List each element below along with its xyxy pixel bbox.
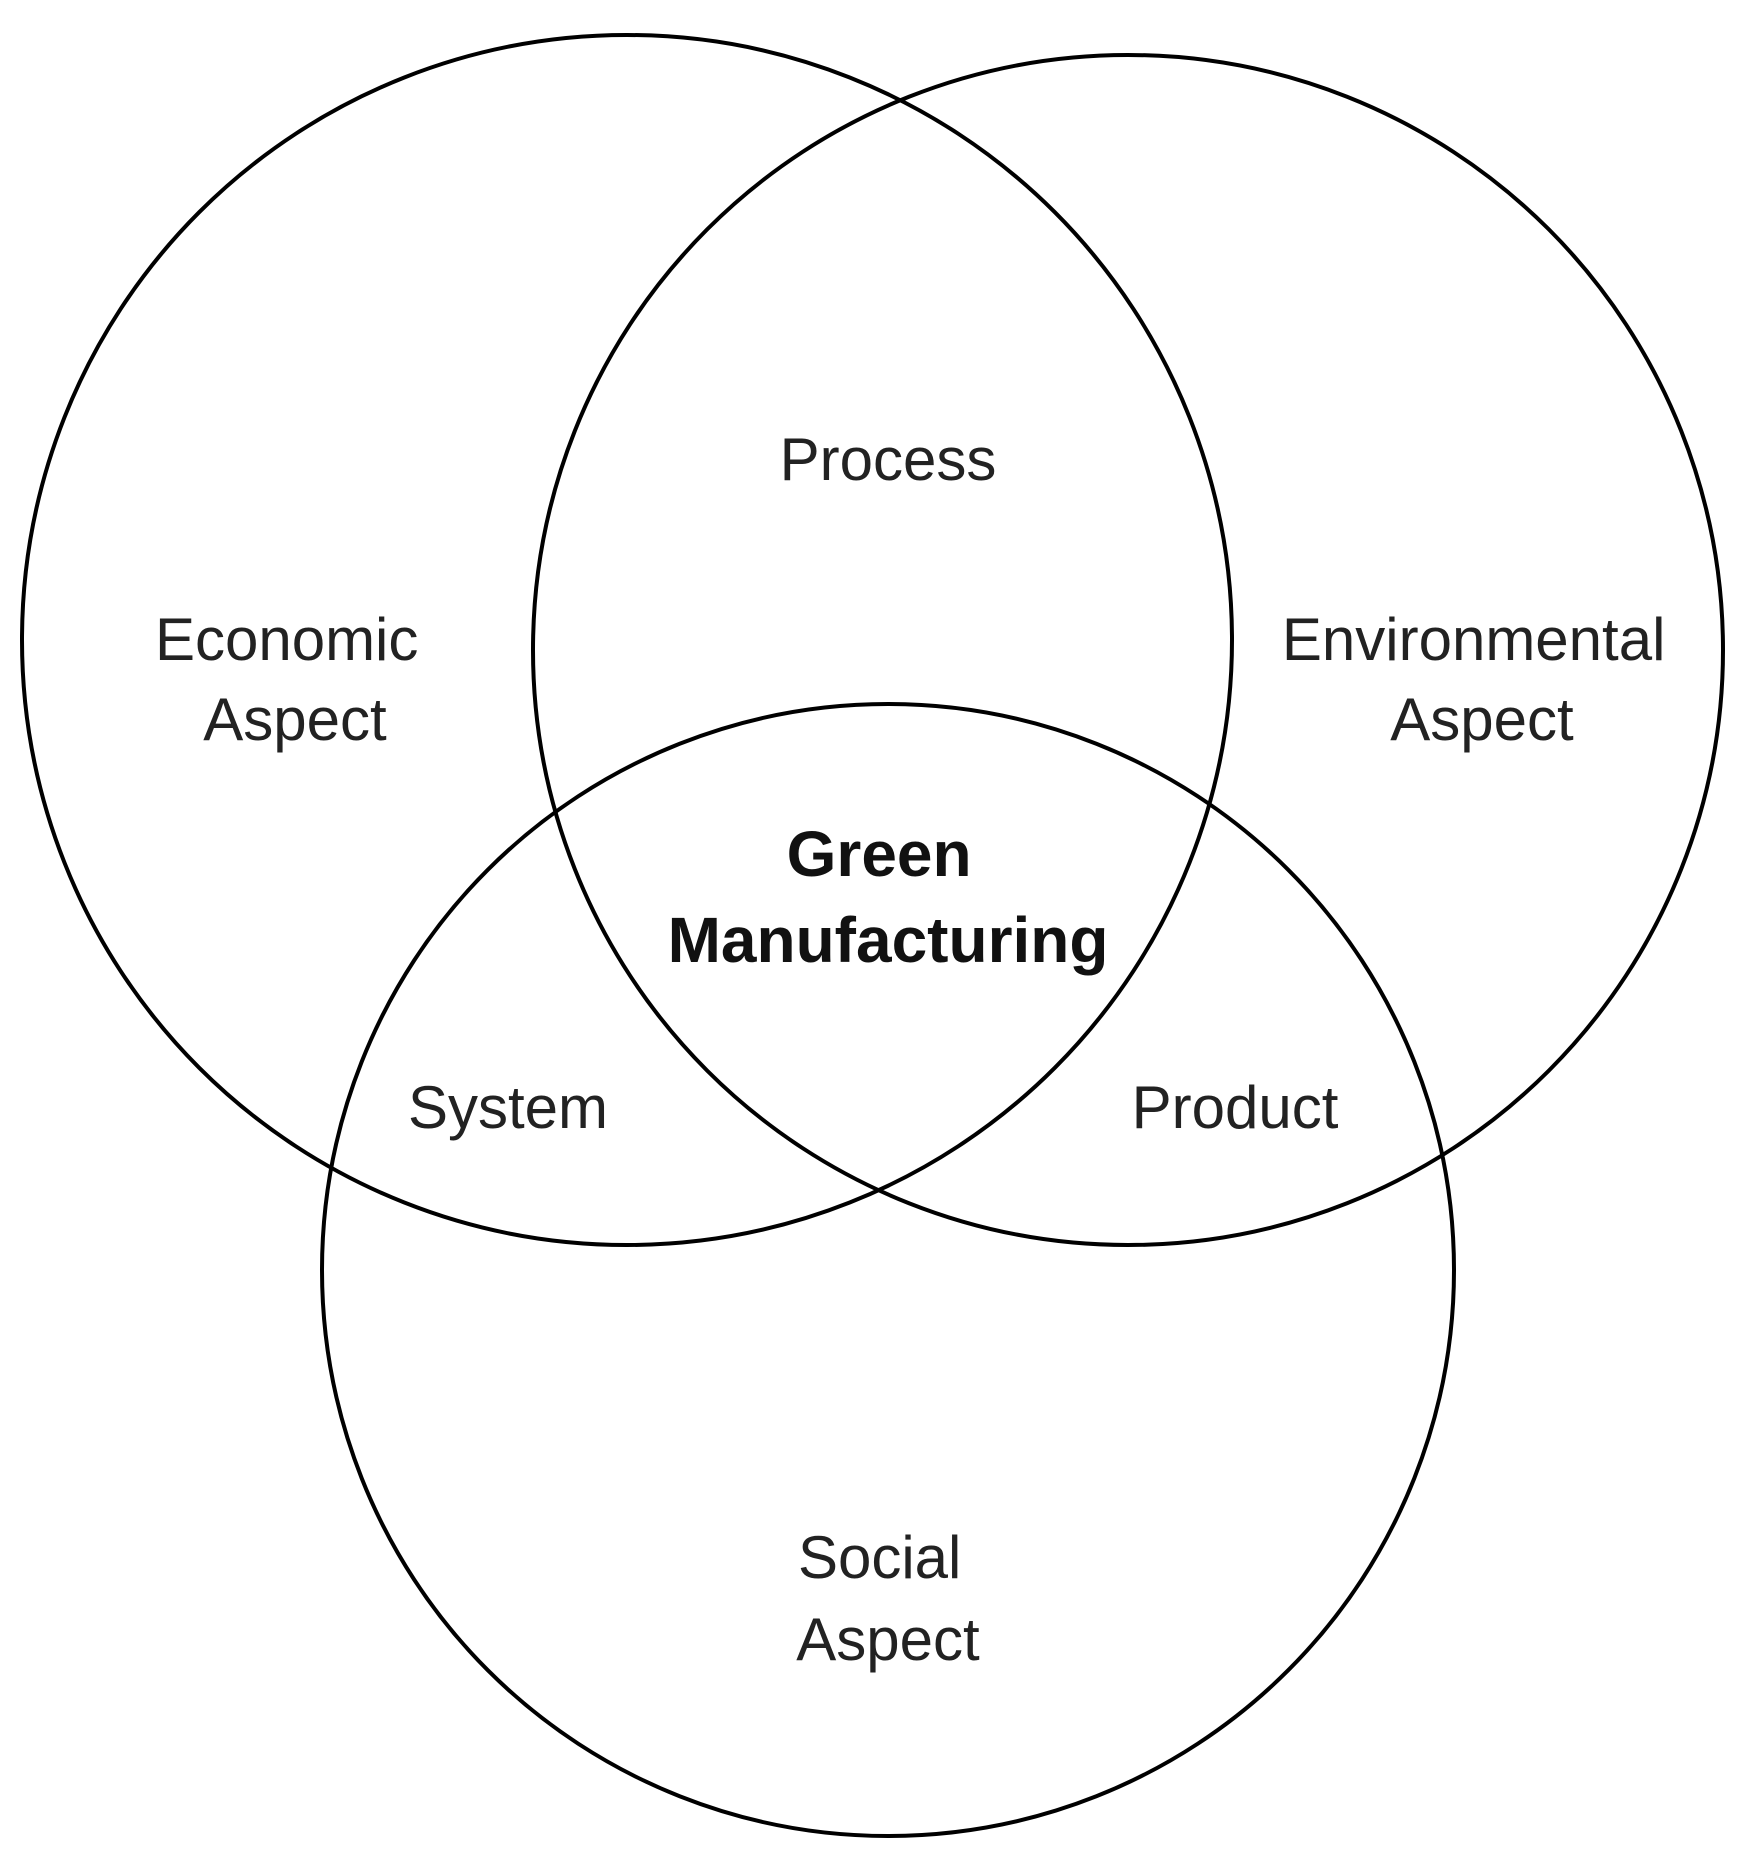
economic-aspect-label-line1: Economic <box>155 606 418 673</box>
environmental-aspect-circle <box>531 53 1725 1247</box>
social-aspect-label-line1: Social <box>798 1524 961 1591</box>
social-aspect-label: Social Aspect <box>796 1524 980 1673</box>
economic-aspect-circle <box>20 33 1234 1247</box>
environmental-aspect-label-line1: Environmental <box>1282 606 1666 673</box>
social-aspect-label-line2: Aspect <box>796 1606 980 1673</box>
green-manufacturing-label-line2: Manufacturing <box>668 904 1109 976</box>
economic-aspect-label: Economic Aspect <box>155 606 435 753</box>
environmental-aspect-label: Environmental Aspect <box>1282 606 1682 753</box>
economic-aspect-label-line2: Aspect <box>203 686 387 753</box>
social-aspect-circle <box>320 702 1456 1838</box>
green-manufacturing-label: Green Manufacturing <box>668 818 1109 976</box>
system-label: System <box>408 1074 608 1141</box>
process-label: Process <box>780 426 997 493</box>
environmental-aspect-label-line2: Aspect <box>1390 686 1574 753</box>
green-manufacturing-label-line1: Green <box>787 818 972 890</box>
product-label: Product <box>1132 1074 1339 1141</box>
